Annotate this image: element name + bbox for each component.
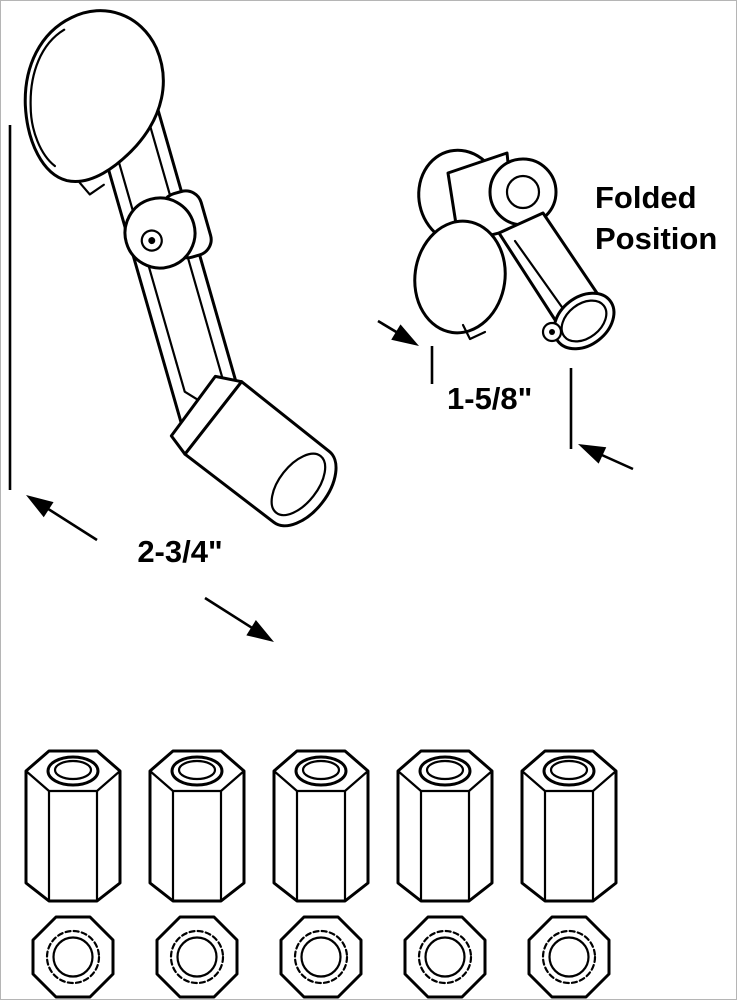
spline-socket-top-view <box>31 915 115 999</box>
spline-views-row <box>31 915 611 999</box>
crank-folded-drawing <box>413 148 616 351</box>
hex-adapter-insert <box>24 749 122 903</box>
folded-position-line2: Position <box>595 220 718 256</box>
extended-dimension-label: 2-3/4" <box>137 534 223 569</box>
spline-socket-top-view <box>403 915 487 999</box>
dimension-folded-lines <box>377 319 634 471</box>
spline-socket-top-view <box>527 915 611 999</box>
hex-adapter-insert <box>272 749 370 903</box>
spline-socket-top-view <box>155 915 239 999</box>
folded-position-label: Folded Position <box>595 178 717 260</box>
hex-adapter-insert <box>396 749 494 903</box>
hex-adapters-row <box>24 749 618 903</box>
crank-extended-drawing <box>23 9 338 528</box>
pivot-joint <box>123 189 213 270</box>
dimension-extended-lines <box>8 125 279 650</box>
hex-adapter-insert <box>520 749 618 903</box>
folded-dimension-label: 1-5/8" <box>447 381 533 416</box>
folded-position-line1: Folded <box>595 180 697 215</box>
hex-adapter-insert <box>148 749 246 903</box>
spline-socket-top-view <box>279 915 363 999</box>
